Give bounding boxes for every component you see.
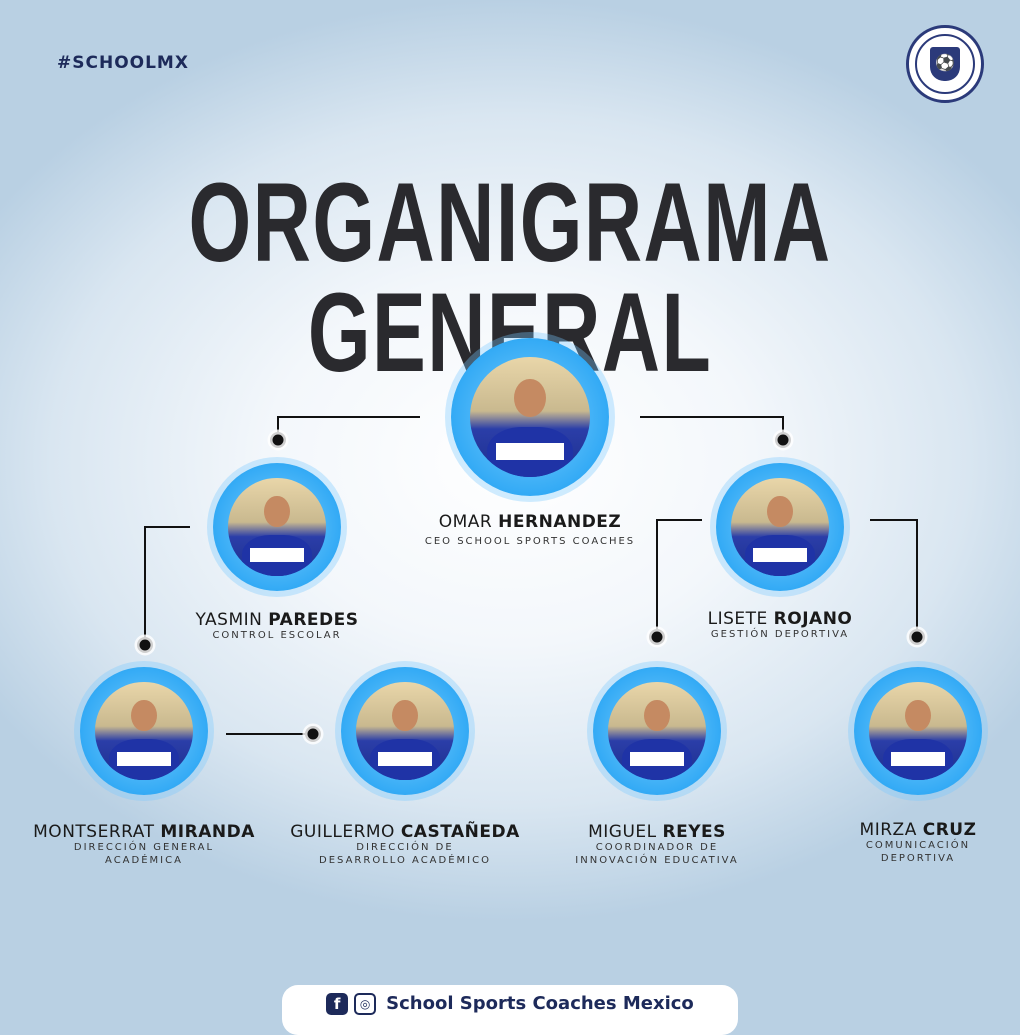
role-line: DEPORTIVA [880,853,956,864]
last-name: CASTAÑEDA [400,822,520,842]
connector-ceo-right [640,416,784,440]
person-photo [469,356,591,478]
last-name: PAREDES [268,610,359,630]
photo-paredes [213,463,341,591]
first-name: OMAR [438,512,499,532]
jacket-stripe [377,752,433,766]
hashtag: #SCHOOLMX [57,53,189,73]
connector-dot [134,634,156,656]
person-photo [95,682,193,780]
footer-text: School Sports Coaches Mexico [386,993,694,1014]
first-name: YASMIN [195,610,269,630]
jacket-stripe [116,752,172,766]
person-head [392,699,418,731]
jacket-stripe [890,752,946,766]
role-line: CEO SCHOOL SPORTS COACHES [424,536,636,547]
shield-icon: ⚽ [930,47,960,81]
last-name: MIRANDA [160,822,255,842]
role-line: DESARROLLO ACADÉMICO [319,855,491,866]
last-name: CRUZ [922,820,977,840]
jacket-stripe [629,752,685,766]
role-hernandez: CEO SCHOOL SPORTS COACHES [425,535,635,548]
role-rojano: GESTIÓN DEPORTIVA [711,628,849,641]
photo-rojano [716,463,844,591]
role-paredes: CONTROL ESCOLAR [212,629,341,642]
photo-cruz [854,667,982,795]
name-reyes: MIGUEL REYES [588,822,726,842]
connector-dot [646,626,668,648]
person-head [131,699,157,731]
name-cruz: MIRZA CRUZ [860,820,977,840]
footer-bar: f ◎ School Sports Coaches Mexico [282,985,738,1035]
person-photo [608,682,706,780]
role-line: ACADÉMICA [105,855,183,866]
facebook-icon[interactable]: f [326,993,349,1015]
role-line: COORDINADOR DE [595,842,719,853]
last-name: ROJANO [773,609,853,629]
connector-ceo-left [277,416,420,440]
person-head [905,699,931,731]
connector-lisete-left [656,519,702,637]
connector-lisete-right [870,519,918,637]
person-head [514,378,546,417]
jacket-stripe [249,548,305,562]
person-photo [356,682,454,780]
person-head [644,699,670,731]
name-hernandez: OMAR HERNANDEZ [439,512,622,532]
photo-hernandez [451,338,609,496]
role-cruz: COMUNICACIÓN DEPORTIVA [866,839,970,865]
person-head [767,495,793,527]
role-castañeda: DIRECCIÓN DE DESARROLLO ACADÉMICO [319,841,491,867]
jacket-stripe [496,443,564,461]
person-head [264,495,290,527]
school-logo: ⚽ [906,25,984,103]
person-photo [731,478,829,576]
last-name: REYES [662,822,726,842]
connector-dot [267,429,289,451]
first-name: GUILLERMO [290,822,401,842]
person-photo [869,682,967,780]
first-name: MIGUEL [588,822,663,842]
photo-reyes [593,667,721,795]
name-rojano: LISETE ROJANO [708,609,853,629]
first-name: LISETE [707,609,774,629]
name-paredes: YASMIN PAREDES [195,610,358,630]
photo-miranda [80,667,208,795]
role-line: GESTIÓN DEPORTIVA [710,629,850,640]
name-castañeda: GUILLERMO CASTAÑEDA [290,822,520,842]
last-name: HERNANDEZ [498,512,622,532]
first-name: MIRZA [859,820,923,840]
role-reyes: COORDINADOR DE INNOVACIÓN EDUCATIVA [575,841,738,867]
name-miranda: MONTSERRAT MIRANDA [33,822,255,842]
instagram-icon[interactable]: ◎ [354,993,377,1015]
connector-dot [302,723,324,745]
connector-yasmin [144,526,190,645]
role-line: INNOVACIÓN EDUCATIVA [575,855,739,866]
page-title: ORGANIGRAMA GENERAL [188,160,832,395]
person-photo [228,478,326,576]
role-line: DIRECCIÓN DE [356,842,454,853]
photo-castañeda [341,667,469,795]
role-line: CONTROL ESCOLAR [212,630,342,641]
connector-dot [906,626,928,648]
role-miranda: DIRECCIÓN GENERAL ACADÉMICA [74,841,214,867]
connector-dot [772,429,794,451]
first-name: MONTSERRAT [33,822,161,842]
role-line: DIRECCIÓN GENERAL [73,842,215,853]
jacket-stripe [752,548,808,562]
role-line: COMUNICACIÓN [865,840,971,851]
